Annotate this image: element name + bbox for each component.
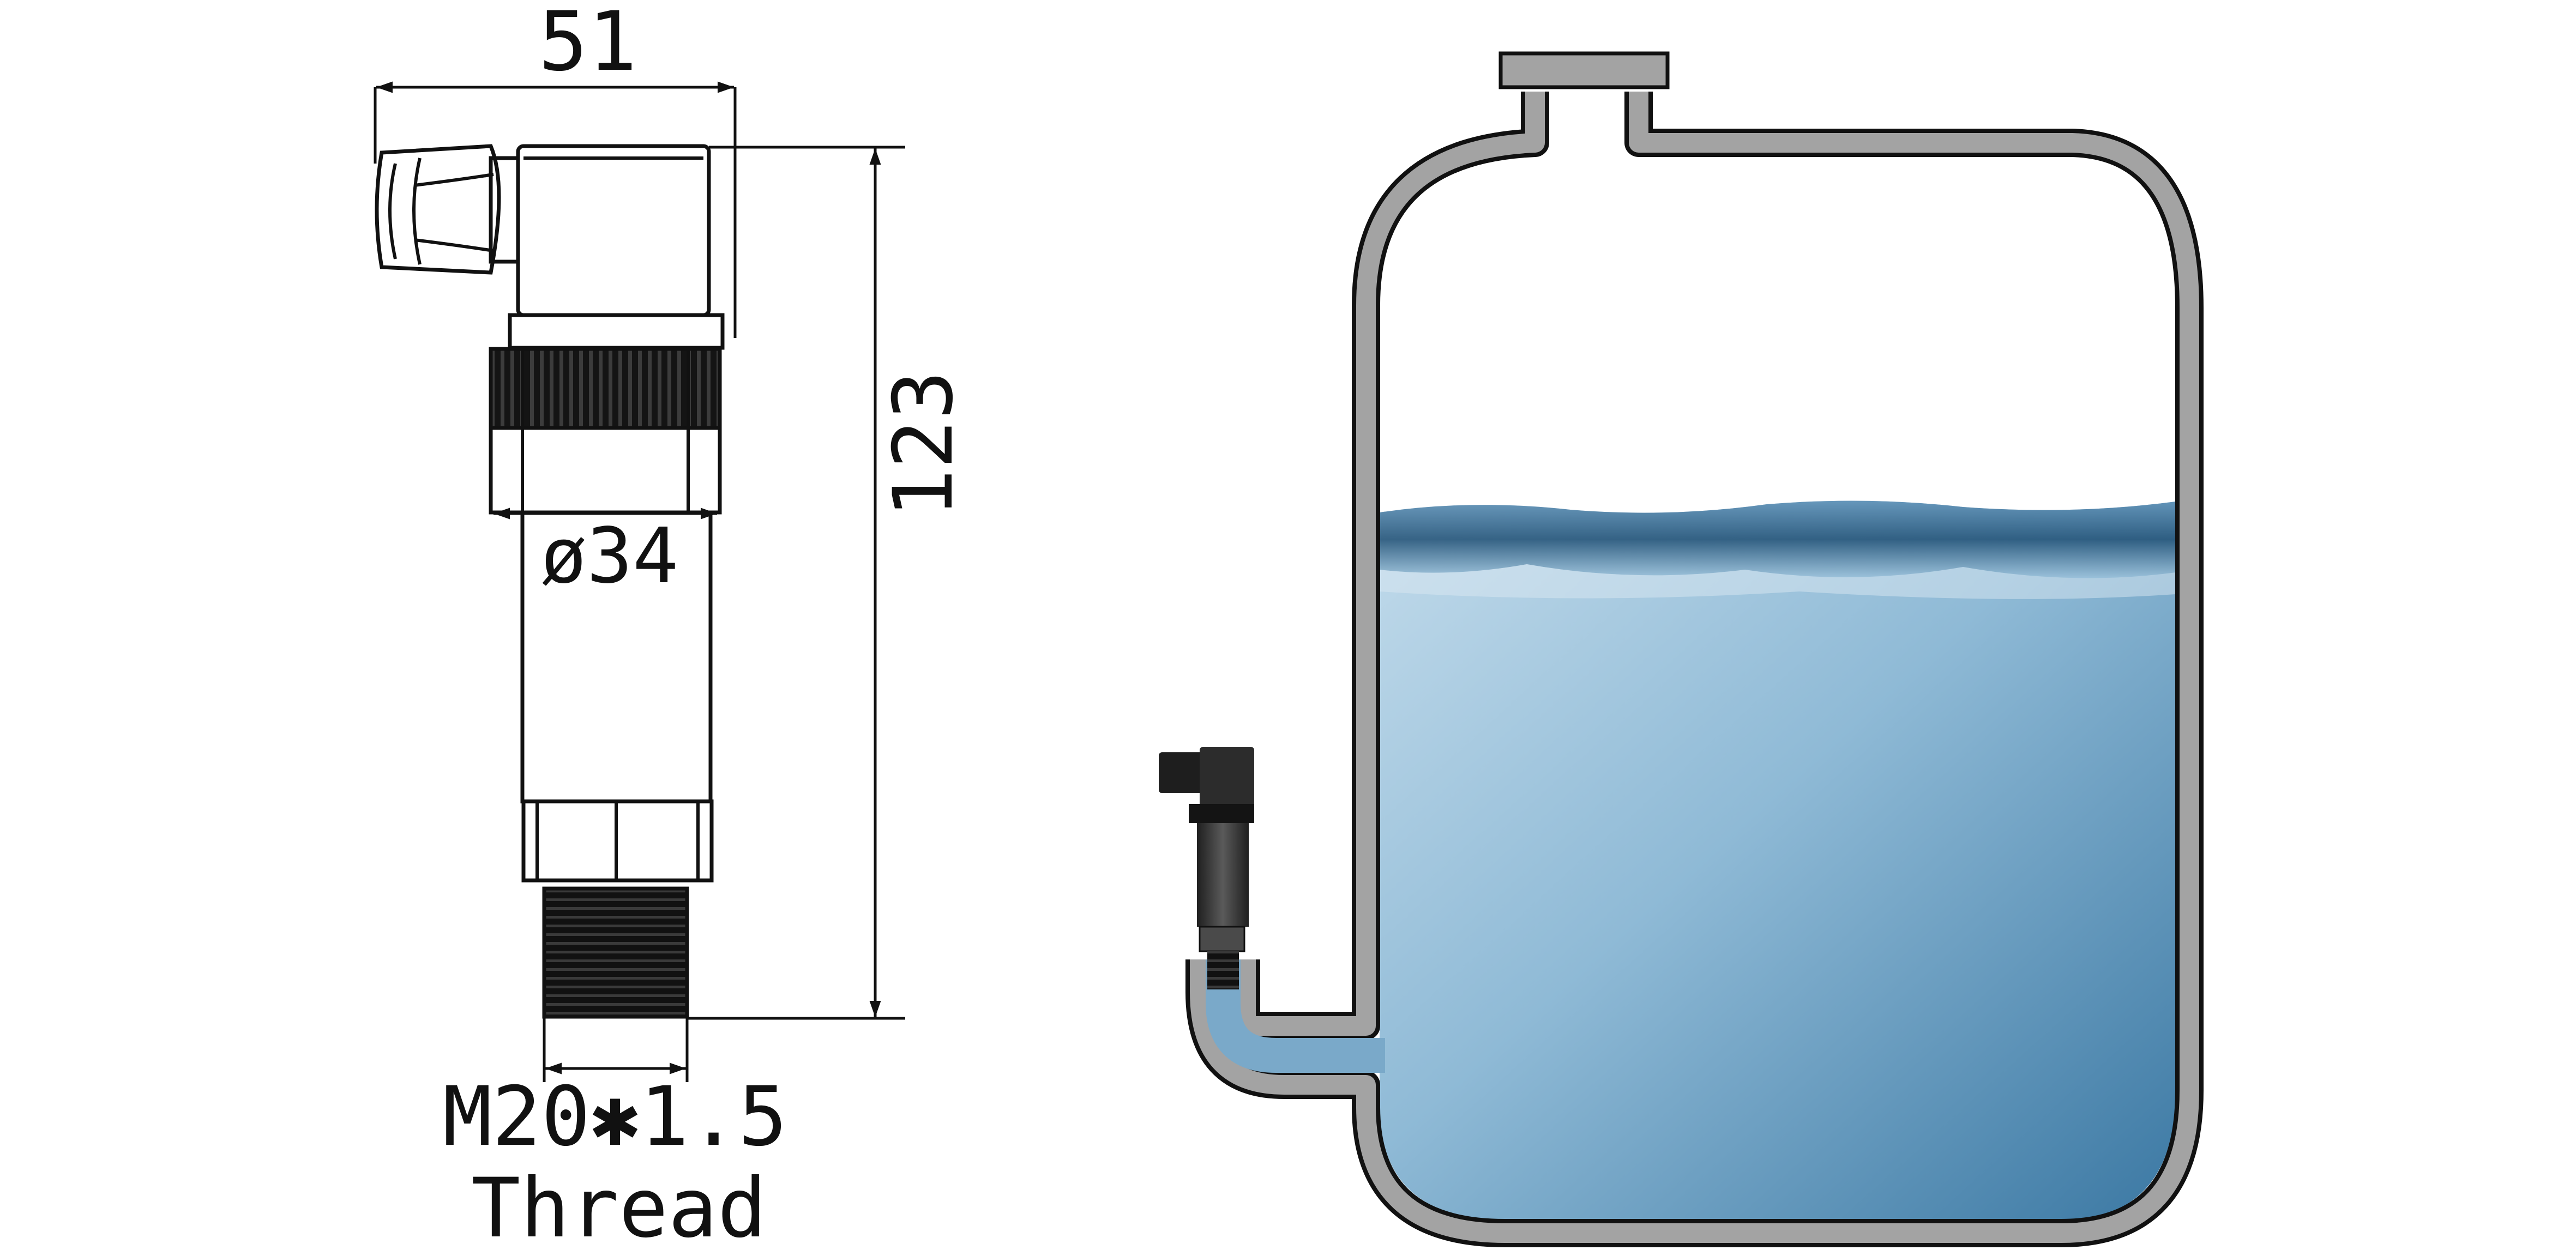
- dimension-thread: M20✱1.5 Thread: [443, 1017, 787, 1256]
- thread-size: M20✱1.5: [443, 1070, 787, 1164]
- knurled-nut: [489, 347, 722, 430]
- dimension-width: 51: [374, 0, 737, 338]
- storage-tank-icon: [1185, 51, 2204, 1247]
- technical-drawing: 51 123 ø34 M20✱1.5 Thread: [374, 0, 971, 1256]
- tank-cap: [1498, 51, 1670, 89]
- height-value: 123: [876, 371, 971, 518]
- connection-pipe: [1206, 959, 1385, 1073]
- connector-plug: [375, 144, 711, 317]
- dimension-height: 123: [688, 146, 971, 1020]
- water-fill: [1380, 500, 2176, 1221]
- sensor-body-drawing: [489, 313, 725, 1019]
- pressure-transmitter-icon: [1159, 747, 1254, 989]
- dimension-diameter: ø34: [493, 508, 717, 601]
- diameter-value: ø34: [541, 512, 679, 601]
- threaded-stem: [542, 886, 689, 1019]
- thread-label: Thread: [471, 1161, 767, 1256]
- water-surface: [1380, 500, 2176, 578]
- width-value: 51: [539, 0, 637, 89]
